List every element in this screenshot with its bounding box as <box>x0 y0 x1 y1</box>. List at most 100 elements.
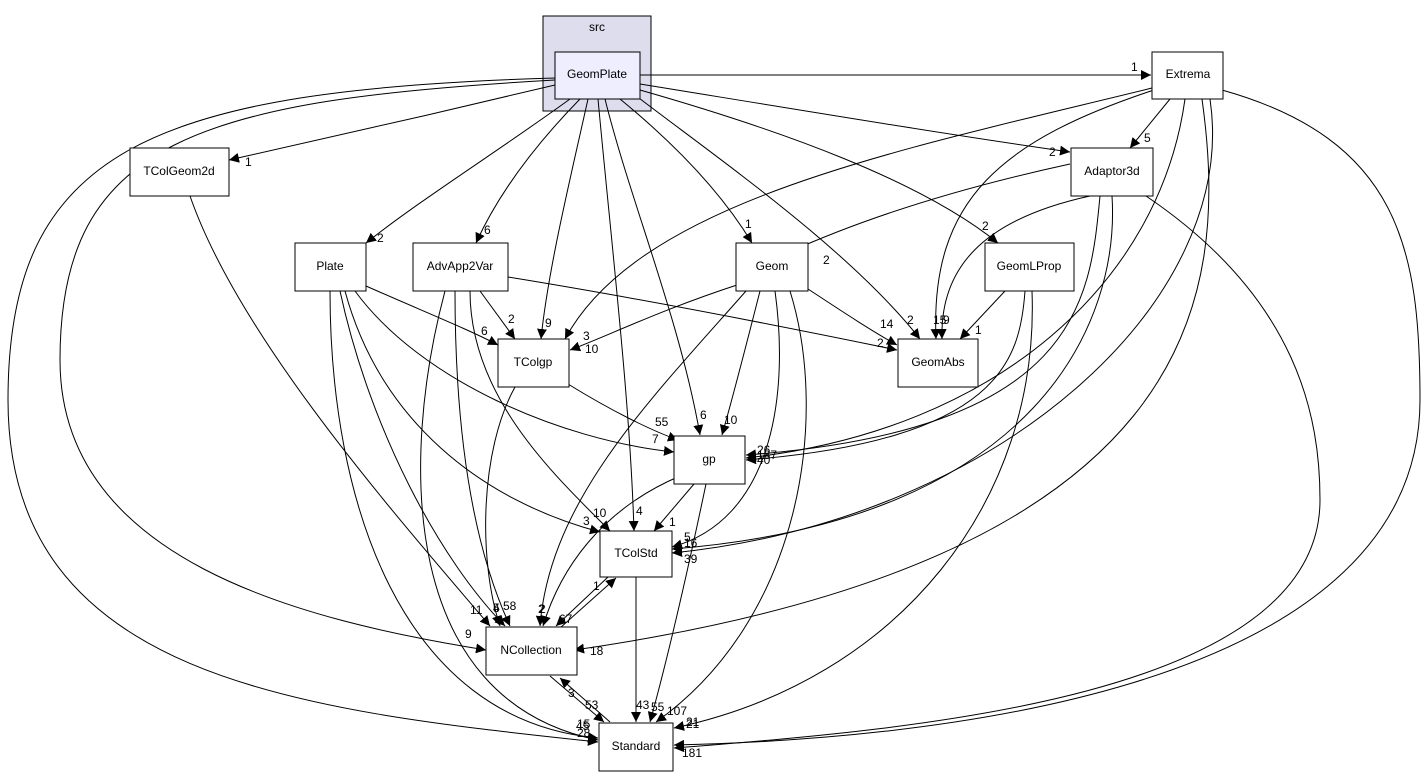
node-box[interactable] <box>129 147 230 197</box>
node-extrema[interactable]: Extrema <box>1151 51 1224 100</box>
edge-advapp2var-standard <box>420 290 599 743</box>
node-label: Geom <box>756 259 789 273</box>
node-ncollection[interactable]: NCollection <box>485 626 578 676</box>
edge-advapp2var-ncollection <box>454 290 511 627</box>
edge-label: 1 <box>1131 60 1138 74</box>
edge-geom-tcolgp <box>569 283 741 352</box>
edge-label: 9 <box>943 313 950 327</box>
node-box[interactable] <box>294 242 367 292</box>
edge-adaptor3d-standard <box>673 195 1321 753</box>
edge-extrema-gp <box>745 98 1186 462</box>
edge-label: 2 <box>377 231 384 245</box>
edge-label: 5 <box>1144 131 1151 145</box>
edge-label: 15 <box>577 717 591 731</box>
node-box[interactable] <box>412 242 509 292</box>
edge-advapp2var-tcolstd <box>469 290 611 532</box>
node-box[interactable] <box>1151 51 1224 100</box>
edge-label: 45 <box>576 719 590 733</box>
node-adaptor3d[interactable]: Adaptor3d <box>1070 147 1154 197</box>
edge-label: 10 <box>593 506 607 520</box>
node-label: GeomLProp <box>997 259 1062 273</box>
edge-geomplate-advapp2var <box>475 98 581 244</box>
edge-label: 40 <box>757 453 771 467</box>
edge-label: 5 <box>684 530 691 544</box>
edge-plate-tcolstd <box>344 290 601 535</box>
edge-geomplate-geomlprop <box>639 89 999 244</box>
edge-label: 1 <box>669 515 676 529</box>
node-box[interactable] <box>897 338 979 388</box>
edge-label: 21 <box>686 715 700 729</box>
edge-label: 2 <box>508 312 515 326</box>
node-standard[interactable]: Standard <box>598 722 674 772</box>
edge-geom-ncollection <box>535 290 747 627</box>
edge-adaptor3d-geom <box>786 163 1071 254</box>
edge-ncollection-standard <box>549 675 605 723</box>
node-tcolstd[interactable]: TColStd <box>599 530 673 578</box>
edge-extrema-tcolgp <box>564 87 1153 340</box>
node-box[interactable] <box>497 338 570 388</box>
node-box[interactable] <box>599 530 673 578</box>
edge-label: 3 <box>583 514 590 528</box>
edge-geomplate-tcolgp <box>537 98 589 340</box>
edge-plate-ncollection <box>339 290 506 627</box>
edge-advapp2var-geomabs <box>507 276 898 353</box>
node-geom[interactable]: Geom <box>735 242 809 292</box>
edge-tcolgp-gp <box>567 383 679 442</box>
node-geomlprop[interactable]: GeomLProp <box>984 242 1075 292</box>
edge-label: 2 <box>982 219 989 233</box>
node-tcolgeom2d[interactable]: TColGeom2d <box>129 147 230 197</box>
edge-geomplate-tcolstd <box>597 98 639 532</box>
edge-ncollection-tcolstd <box>559 577 617 629</box>
edge-label: 67 <box>559 612 573 626</box>
node-advapp2var[interactable]: AdvApp2Var <box>412 242 509 292</box>
node-box[interactable] <box>984 242 1075 292</box>
edge-extrema-standard <box>673 89 1421 750</box>
edge-adaptor3d-tcolstd <box>671 195 1114 554</box>
node-label: GeomPlate <box>567 67 627 81</box>
edge-label: 1 <box>593 579 600 593</box>
node-label: Adaptor3d <box>1084 164 1139 178</box>
node-geomplate[interactable]: GeomPlate <box>554 51 641 100</box>
edge-label: 43 <box>636 698 650 712</box>
edge-label: 28 <box>577 726 591 740</box>
edge-label: 107 <box>667 704 687 718</box>
edge-geom-gp <box>719 290 761 436</box>
node-gp[interactable]: gp <box>673 435 746 485</box>
edge-label: 14 <box>880 317 894 331</box>
node-box[interactable] <box>598 722 674 772</box>
edge-label: 10 <box>724 413 738 427</box>
edge-extrema-ncollection <box>573 98 1210 654</box>
node-box[interactable] <box>485 626 578 676</box>
node-box[interactable] <box>1070 147 1154 197</box>
node-label: gp <box>702 452 716 466</box>
edge-label: 6 <box>484 223 491 237</box>
node-tcolgp[interactable]: TColgp <box>497 338 570 388</box>
node-box[interactable] <box>554 51 641 100</box>
node-label: NCollection <box>500 643 561 657</box>
edge-label: 10 <box>585 342 599 356</box>
edge-geomplate-tcolgeom2d <box>228 84 556 163</box>
edge-geomlprop-standard <box>673 290 1033 731</box>
edges: 1 1 2 6 9 6 4 1 2 2 2 9 <box>7 60 1421 760</box>
node-label: TColGeom2d <box>143 164 214 178</box>
node-geomabs[interactable]: GeomAbs <box>897 338 979 388</box>
edge-extrema-adaptor3d <box>1129 98 1171 149</box>
node-plate[interactable]: Plate <box>294 242 367 292</box>
edge-label: 55 <box>651 700 665 714</box>
edge-tcolstd-ncollection <box>555 576 609 627</box>
edge-gp-standard <box>647 483 707 723</box>
edge-label: 2 <box>1049 145 1056 159</box>
edge-tcolgp-ncollection <box>485 386 516 627</box>
edge-label: 181 <box>682 746 702 760</box>
edge-geomplate-plate <box>365 98 571 244</box>
edge-geomplate-geomabs <box>634 94 921 340</box>
node-box[interactable] <box>673 435 746 485</box>
edge-label: 39 <box>684 552 698 566</box>
node-box[interactable] <box>735 242 809 292</box>
edge-label: 1 <box>245 155 252 169</box>
edge-label: 2 <box>538 602 545 616</box>
node-label: Standard <box>612 739 661 753</box>
edge-label: 9 <box>465 627 472 641</box>
edge-tcolgeom2d-ncollection <box>189 195 491 627</box>
